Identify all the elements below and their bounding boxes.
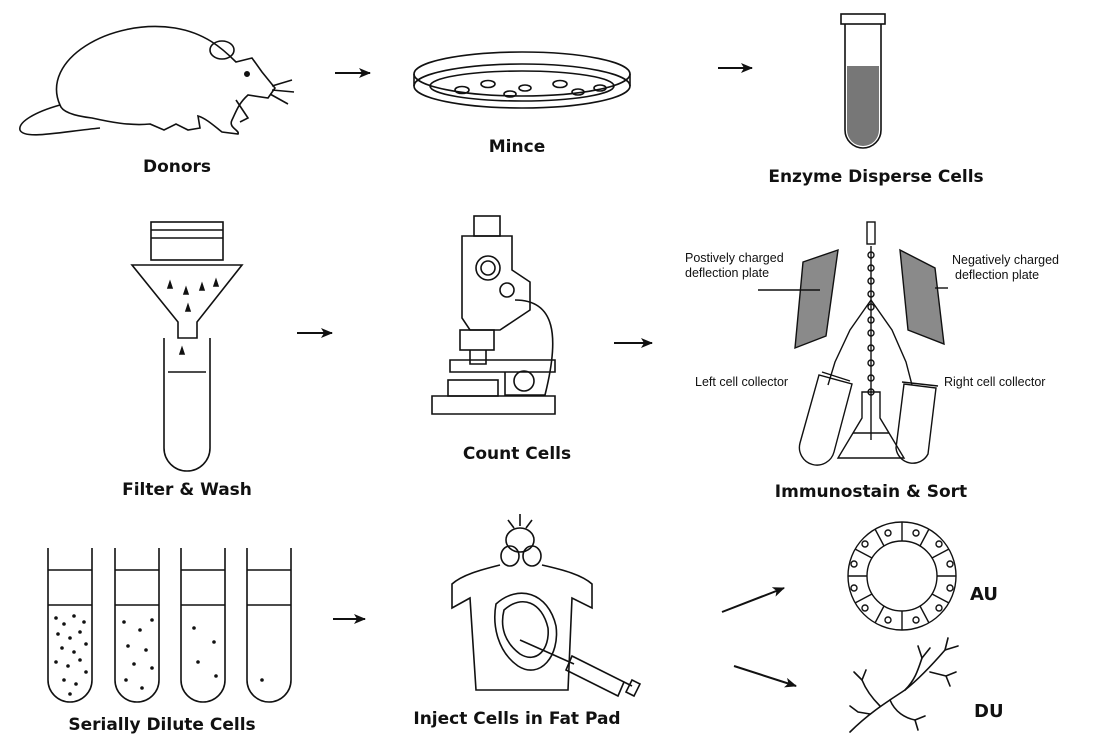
count-label: Count Cells [463,444,571,464]
cell-sorter-icon [758,222,948,465]
test-tube-icon [841,14,885,148]
alveolar-unit-icon [848,522,956,630]
ductal-unit-label: DU [974,701,1004,722]
negative-plate-label-line2: deflection plate [955,268,1039,282]
donors-label: Donors [143,157,211,177]
petri-dish-icon [414,52,630,108]
inject-label: Inject Cells in Fat Pad [413,709,620,729]
funnel-filter-icon [132,222,242,471]
ductal-unit-icon [850,638,958,732]
filter-label: Filter & Wash [122,480,252,500]
right-collector-label: Right cell collector [944,375,1045,389]
dilution-tubes-icon [48,548,291,702]
mince-label: Mince [489,137,545,157]
arrow-to-ductal [734,666,796,686]
enzyme-label: Enzyme Disperse Cells [768,167,983,187]
positive-plate-label-line1: Postively charged [685,251,784,265]
sort-label: Immunostain & Sort [775,482,967,502]
arrow-to-alveolar [722,588,784,612]
left-collector-label: Left cell collector [695,375,788,389]
alveolar-unit-label: AU [970,584,998,605]
microscope-icon [432,216,555,414]
mouse-fat-pad-icon [452,514,640,696]
positive-plate-label-line2: deflection plate [685,266,769,280]
dilute-label: Serially Dilute Cells [68,715,255,734]
negative-plate-label-line1: Negatively charged [952,253,1059,267]
mouse-illustration [20,27,294,135]
